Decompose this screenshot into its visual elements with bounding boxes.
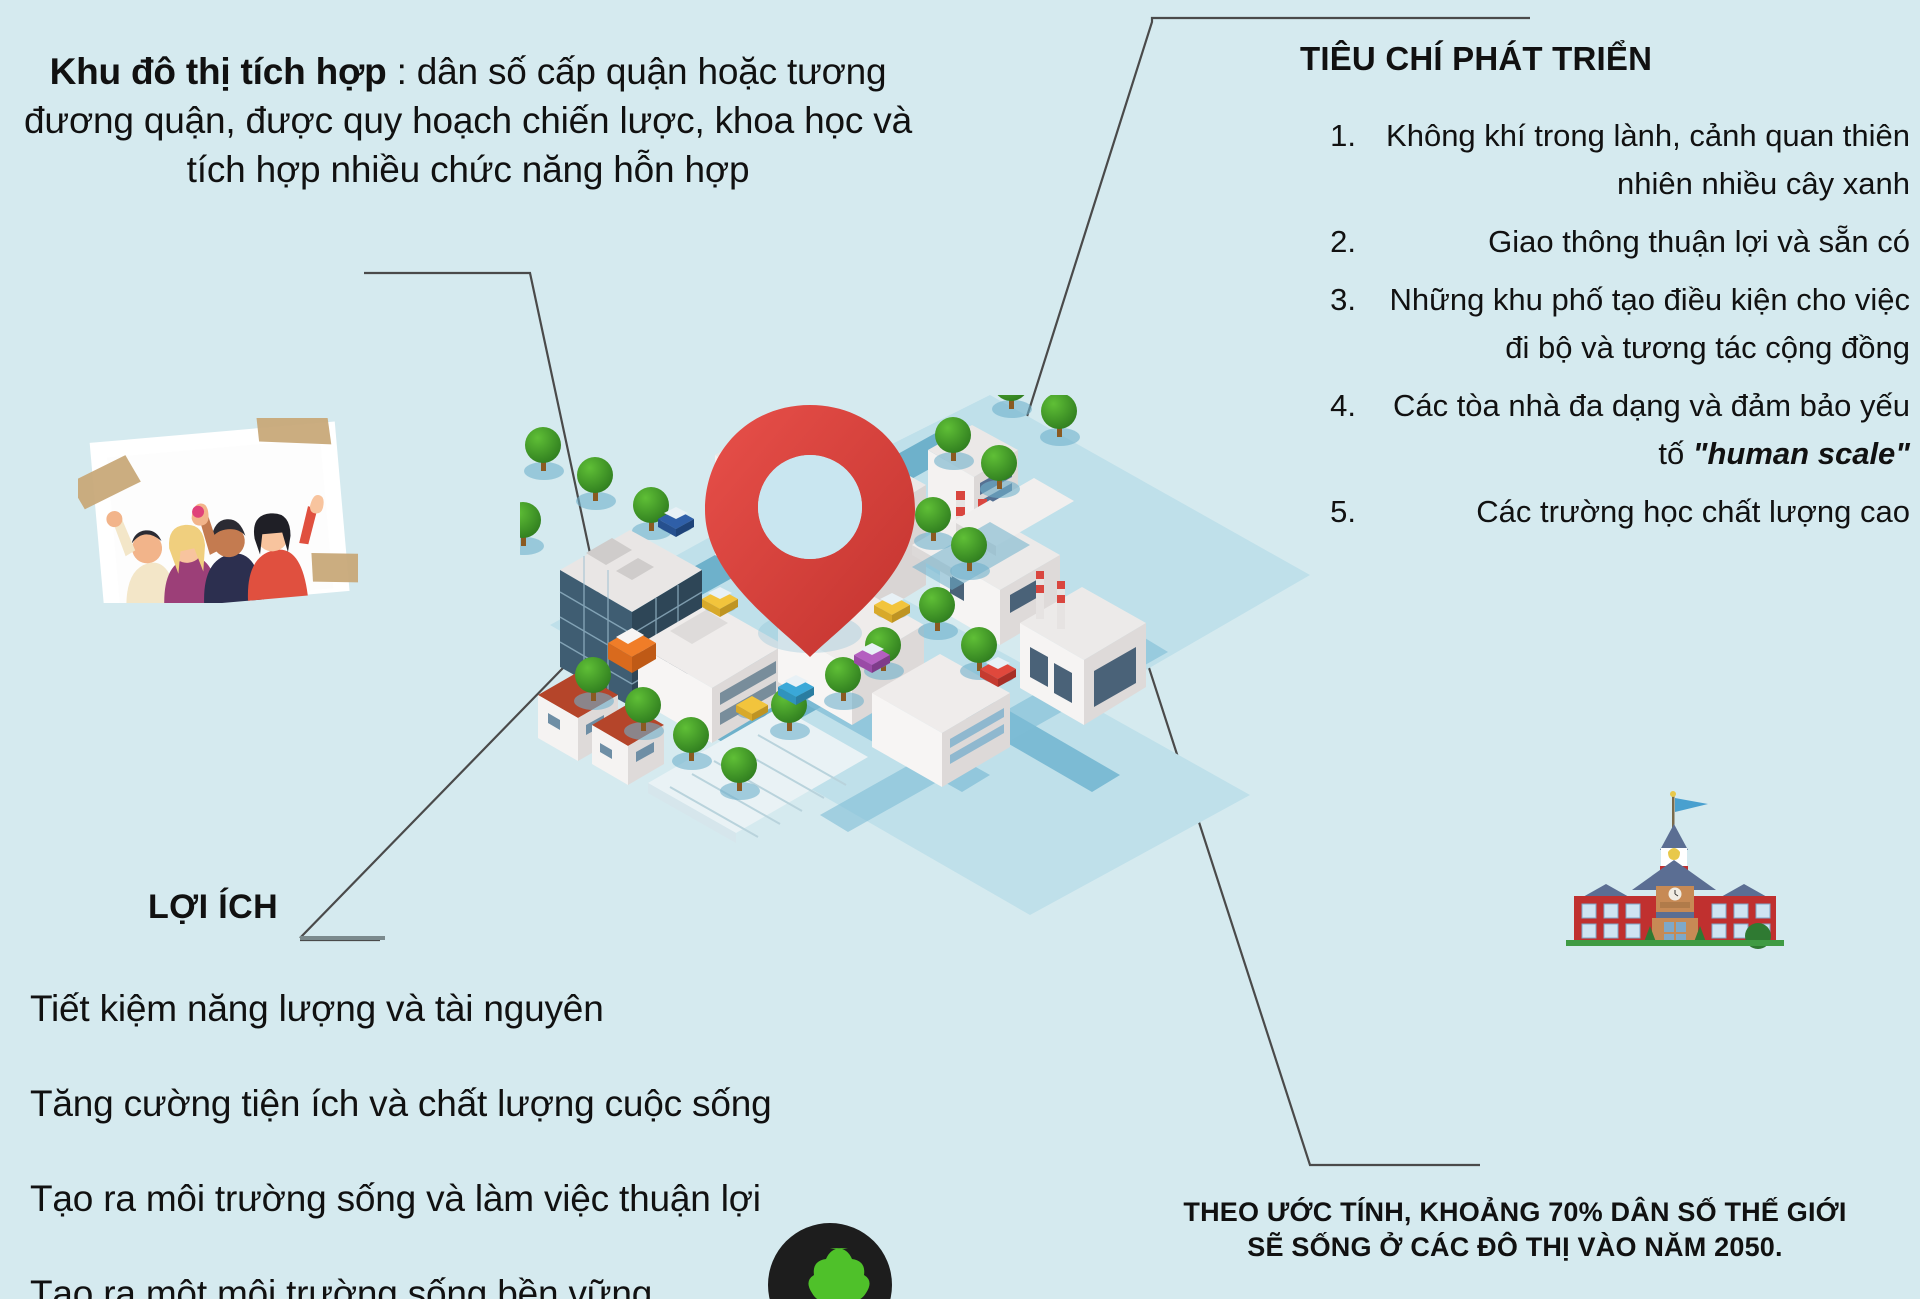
criteria-item-number: 3. <box>1330 282 1356 318</box>
greenhouse-row <box>648 707 868 843</box>
criteria-item-number: 1. <box>1330 118 1356 153</box>
criteria-panel: TIÊU CHÍ PHÁT TRIỂN 1. Không khí trong l… <box>1300 40 1910 546</box>
criteria-item-emphasis: "human scale" <box>1692 436 1910 472</box>
car-blue-top <box>658 507 694 537</box>
location-pin-marker <box>705 405 915 657</box>
tree-row-bottom <box>574 627 904 800</box>
benefits-title: LỢI ÍCH <box>148 888 279 926</box>
benefits-list: Tiết kiệm năng lượng và tài nguyên Tăng … <box>30 990 910 1299</box>
truck-orange <box>608 628 656 673</box>
criteria-item: 2. Giao thông thuận lợi và sẵn có <box>1300 218 1910 266</box>
criteria-item: 5. Các trường học chất lượng cao <box>1300 488 1910 536</box>
criteria-item-text: Không khí trong lành, cảnh quan thiên nh… <box>1386 118 1910 202</box>
criteria-item: 3. Những khu phố tạo điều kiện cho việc … <box>1300 276 1910 372</box>
definition-body: dân số cấp quận hoặc tương đương quận, đ… <box>24 51 912 190</box>
criteria-item-text-before: Các tòa nhà đa dạng và đảm bảo yếu tố <box>1392 388 1910 472</box>
criteria-title: TIÊU CHÍ PHÁT TRIỂN <box>1300 40 1653 77</box>
tree-cluster-right <box>914 395 1080 680</box>
benefit-item: Tăng cường tiện ích và chất lượng cuộc s… <box>30 1083 772 1124</box>
car-purple <box>854 643 890 673</box>
statistic-line-2: SẼ SỐNG Ở CÁC ĐÔ THỊ VÀO NĂM 2050. <box>1247 1232 1783 1263</box>
criteria-list: 1. Không khí trong lành, cảnh quan thiên… <box>1300 112 1910 536</box>
criteria-item-number: 4. <box>1330 388 1356 424</box>
definition-block: Khu đô thị tích hợp : dân số cấp quận ho… <box>18 48 918 194</box>
polaroid-photo-illustration <box>78 418 358 603</box>
statistic-line-1: THEO ƯỚC TÍNH, KHOẢNG 70% DÂN SỐ THẾ GIỚ… <box>1183 1197 1847 1227</box>
car-red <box>980 657 1016 687</box>
car-yellow-3 <box>736 696 768 721</box>
criteria-item-text: Các tòa nhà đa dạng và đảm bảo yếu tố "h… <box>1374 382 1910 478</box>
benefit-item: Tạo ra một môi trường sống bền vững <box>30 1273 653 1299</box>
definition-separator: : <box>386 51 417 92</box>
benefit-item: Tiết kiệm năng lượng và tài nguyên <box>30 988 604 1029</box>
benefit-item: Tạo ra môi trường sống và làm việc thuận… <box>30 1178 761 1219</box>
criteria-item-number: 2. <box>1330 224 1356 260</box>
car-yellow-2 <box>874 593 910 623</box>
tree-cluster-left <box>520 427 672 555</box>
car-cyan <box>778 675 814 705</box>
factory-b <box>1020 571 1146 725</box>
car-yellow <box>702 587 738 617</box>
criteria-item-text: Giao thông thuận lợi và sẵn có <box>1488 224 1910 260</box>
criteria-item: 4. Các tòa nhà đa dạng và đảm bảo yếu tố… <box>1300 382 1910 478</box>
factory-b-chimneys <box>1036 571 1065 629</box>
eco-tree-badge <box>768 1223 892 1299</box>
isometric-city-illustration <box>520 395 1310 915</box>
criteria-item: 1. Không khí trong lành, cảnh quan thiên… <box>1300 112 1910 208</box>
definition-term: Khu đô thị tích hợp <box>49 51 387 92</box>
criteria-item-text: Các trường học chất lượng cao <box>1476 494 1910 530</box>
statistic-callout: THEO ƯỚC TÍNH, KHOẢNG 70% DÂN SỐ THẾ GIỚ… <box>1120 1195 1910 1265</box>
building-center-b <box>872 654 1010 787</box>
criteria-item-number: 5. <box>1330 494 1356 530</box>
criteria-item-text: Những khu phố tạo điều kiện cho việc đi … <box>1389 282 1910 366</box>
school-flag <box>1670 791 1708 828</box>
school-building-illustration <box>1566 791 1784 949</box>
